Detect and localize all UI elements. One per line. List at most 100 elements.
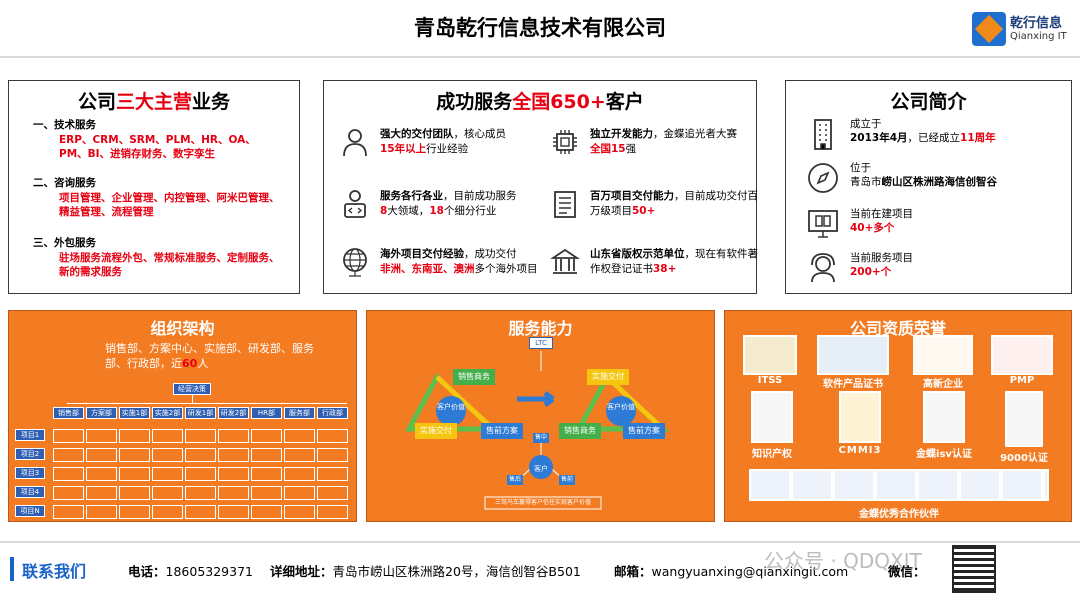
honor-label: 9000认证 <box>1000 453 1048 464</box>
company-logo: 乾行信息 Qianxing IT <box>972 10 1072 50</box>
watermark: 公众号 · QDQXIT <box>764 549 922 573</box>
org-grid-cell <box>152 429 183 443</box>
ltc-box: LTC <box>529 337 553 349</box>
footer-email: 邮箱：wangyuanxing@qianxingit.com <box>614 564 849 579</box>
org-grid-cell <box>119 505 150 519</box>
chip-icon <box>553 130 577 154</box>
org-dept-box: 研发2部 <box>218 407 249 419</box>
org-grid-cell <box>218 486 249 500</box>
honor-label: PMP <box>1009 375 1035 386</box>
org-grid-cell <box>53 429 84 443</box>
org-grid-cell <box>119 429 150 443</box>
org-grid-cell <box>185 467 216 481</box>
org-grid-cell <box>152 486 183 500</box>
honor-label: 高新企业 <box>923 379 963 390</box>
org-grid-cell <box>284 429 315 443</box>
service-item-tech: 一、技术服务 ERP、CRM、SRM、PLM、HR、OA、PM、BI、进销存财务… <box>33 117 283 161</box>
org-grid-cell <box>152 467 183 481</box>
org-grid-cell <box>86 467 117 481</box>
org-title: 组织架构 <box>150 319 215 338</box>
org-grid-cell <box>119 467 150 481</box>
pre-sale-box: 售前 <box>559 475 575 485</box>
right-value-node: 客户价值 <box>607 403 635 411</box>
footer-accent-bar <box>10 557 14 581</box>
cmmi-certificate-image <box>839 391 881 443</box>
pmp-certificate-image <box>991 335 1053 375</box>
service-head: 一、技术服务 <box>33 119 96 131</box>
clients-title: 成功服务全国650+客户 <box>436 91 644 113</box>
hightech-certificate-image <box>913 335 973 375</box>
service-detail: ERP、CRM、SRM、PLM、HR、OA、PM、BI、进销存财务、数字孪生 <box>59 134 256 160</box>
software-certificate-image <box>817 335 889 375</box>
org-project-box: 项目1 <box>15 429 45 441</box>
org-grid-cell <box>317 448 348 462</box>
org-dept-box: HR部 <box>251 407 282 419</box>
org-dept-box: 服务部 <box>284 407 315 419</box>
org-subtitle: 销售部、方案中心、实施部、研发部、服务部、行政部，近60人 <box>105 342 314 370</box>
service-detail: 驻场服务流程外包、常规标准服务、定制服务、新的需求服务 <box>59 252 280 278</box>
service-head: 二、咨询服务 <box>33 177 96 189</box>
org-grid-cell <box>185 429 216 443</box>
org-dept-box: 销售部 <box>53 407 84 419</box>
org-dept-box: 实施2部 <box>152 407 183 419</box>
org-grid-cell <box>53 467 84 481</box>
service-head: 三、外包服务 <box>33 237 96 249</box>
compass-icon <box>808 163 838 193</box>
org-grid-cell <box>53 486 84 500</box>
honor-label: CMMI3 <box>838 445 882 456</box>
org-grid-cell <box>251 448 282 462</box>
org-grid-cell <box>53 448 84 462</box>
services-panel: 公司三大主营业务 一、技术服务 ERP、CRM、SRM、PLM、HR、OA、PM… <box>8 80 300 294</box>
partner-certificates-image <box>749 469 1049 501</box>
logo-text-cn: 乾行信息 <box>1010 16 1063 31</box>
honor-label: ITSS <box>757 375 783 386</box>
qr-code-icon[interactable] <box>952 545 996 593</box>
org-dept-box: 研发1部 <box>185 407 216 419</box>
org-dept-box: 方案部 <box>86 407 117 419</box>
org-grid-cell <box>86 448 117 462</box>
kingdee-isv-image <box>923 391 965 443</box>
org-grid-cell <box>317 486 348 500</box>
org-panel: 组织架构 销售部、方案中心、实施部、研发部、服务部、行政部，近60人 经营决策 … <box>8 310 357 522</box>
honor-label: 金蝶isv认证 <box>916 449 972 460</box>
page-title: 青岛乾行信息技术有限公司 <box>414 16 666 40</box>
ip-certificate-image <box>751 391 793 443</box>
page-header: 青岛乾行信息技术有限公司 乾行信息 Qianxing IT <box>0 0 1080 58</box>
capability-title: 服务能力 <box>508 319 573 338</box>
person-icon <box>343 129 367 157</box>
honors-title: 公司资质荣誉 <box>849 319 946 338</box>
left-value-node: 客户价值 <box>437 403 465 411</box>
intro-title: 公司简介 <box>890 91 967 113</box>
org-grid-cell <box>317 505 348 519</box>
capability-diagram <box>404 351 670 510</box>
org-grid-cell <box>317 467 348 481</box>
org-grid-cell <box>284 486 315 500</box>
right-presales-box: 售前方案 <box>623 423 665 439</box>
org-grid-cell <box>218 429 249 443</box>
org-grid-cell <box>185 486 216 500</box>
org-grid-cell <box>284 467 315 481</box>
org-grid-cell <box>53 505 84 519</box>
after-sale-box: 售后 <box>507 475 523 485</box>
mid-sale-box: 售中 <box>533 433 549 443</box>
org-grid-cell <box>86 505 117 519</box>
document-list-icon <box>554 191 576 218</box>
org-grid-cell <box>218 467 249 481</box>
footer-address: 详细地址：青岛市崂山区株洲路20号，海信创智谷B501 <box>270 564 581 579</box>
headset-icon <box>811 253 835 283</box>
logo-text-en: Qianxing IT <box>1010 31 1067 42</box>
org-dept-box: 实施1部 <box>119 407 150 419</box>
org-project-box: 项目2 <box>15 448 45 460</box>
footer-phone: 电话：18605329371 <box>128 564 253 579</box>
right-delivery-box: 实施交付 <box>587 369 629 385</box>
customer-node: 客户 <box>534 465 548 473</box>
org-grid-cell <box>284 505 315 519</box>
honor-label: 金蝶优秀合作伙伴 <box>859 509 939 520</box>
org-project-box: 项目3 <box>15 467 45 479</box>
logo-mark-icon <box>972 12 1006 46</box>
services-title: 公司三大主营业务 <box>77 91 231 113</box>
